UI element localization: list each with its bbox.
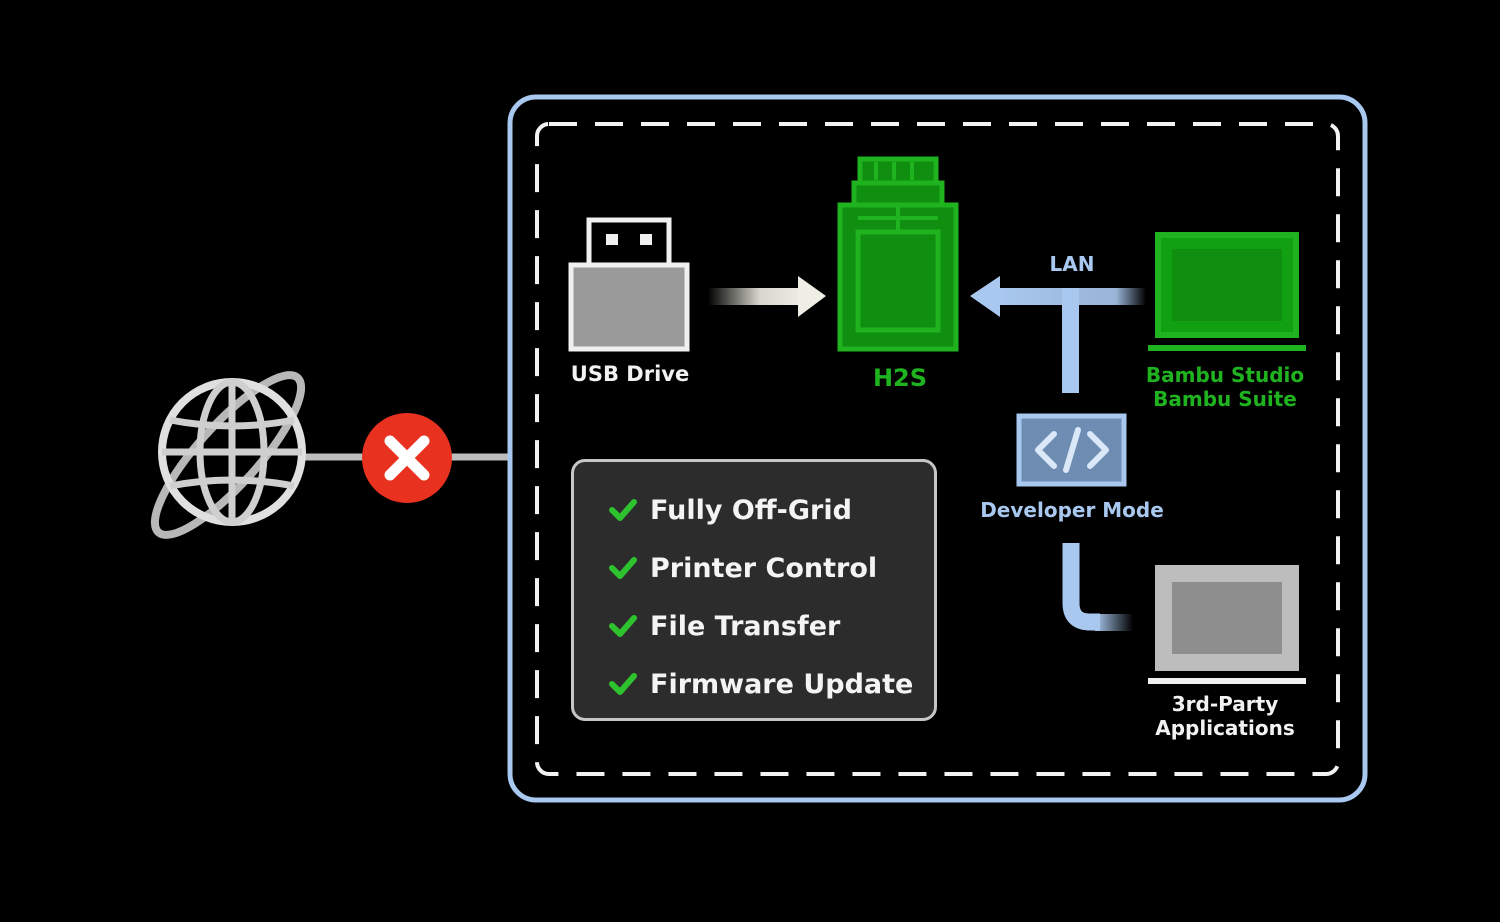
- laptop-icon: [1148, 232, 1306, 351]
- check-icon: [609, 557, 637, 579]
- printer-icon: [837, 156, 959, 352]
- feature-label: Firmware Update: [650, 668, 914, 700]
- code-icon: [1016, 413, 1127, 487]
- feature-list-panel: Fully Off-Grid Printer Control File Tran…: [571, 459, 937, 721]
- usb-drive-icon: [568, 217, 690, 352]
- feature-item: Fully Off-Grid: [608, 490, 852, 530]
- feature-item: File Transfer: [608, 606, 840, 646]
- laptop-icon: [1148, 565, 1306, 684]
- printer-label: H2S: [872, 364, 928, 392]
- bambu-studio-label: Bambu Studio: [1145, 363, 1305, 387]
- feature-item: Printer Control: [608, 548, 877, 588]
- printer-details: [858, 162, 938, 230]
- globe-icon: [150, 371, 306, 539]
- check-icon: [609, 615, 637, 637]
- developer-connection-line: [1062, 543, 1133, 631]
- third-party-line1: 3rd-Party: [1171, 692, 1279, 716]
- bambu-software-label: Bambu Studio Bambu Suite: [1130, 363, 1320, 411]
- x-circle-icon: [362, 413, 452, 503]
- feature-label: File Transfer: [650, 610, 841, 642]
- usb-transfer-arrow: [708, 276, 826, 317]
- lan-label: LAN: [1049, 252, 1095, 276]
- feature-label: Fully Off-Grid: [650, 494, 852, 526]
- third-party-label: 3rd-Party Applications: [1130, 692, 1320, 740]
- third-party-line2: Applications: [1155, 716, 1295, 740]
- feature-label: Printer Control: [650, 552, 878, 584]
- check-icon: [609, 499, 637, 521]
- feature-item: Firmware Update: [608, 664, 913, 704]
- check-icon: [609, 673, 637, 695]
- offline-zone-dashed: [535, 122, 1340, 776]
- lan-connection-arrow: [970, 276, 1146, 393]
- developer-mode-label: Developer Mode: [980, 498, 1164, 522]
- usb-drive-label: USB Drive: [570, 362, 690, 386]
- bambu-suite-label: Bambu Suite: [1153, 387, 1297, 411]
